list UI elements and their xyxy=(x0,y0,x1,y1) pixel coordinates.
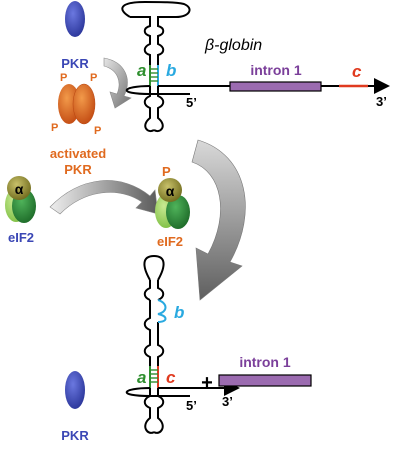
three-prime-label-bottom: 3’ xyxy=(222,394,233,409)
phospho-mark-eif2: P xyxy=(162,164,171,179)
segment-b-bulge xyxy=(157,299,167,323)
alpha-label-left: α xyxy=(15,181,24,197)
stem-ac-bottom xyxy=(149,366,159,388)
phospho-mark: P xyxy=(51,122,58,134)
pkr-bottom-label: PKR xyxy=(61,428,89,443)
five-prime-label-bottom: 5’ xyxy=(186,398,197,413)
segment-b-label-bottom: b xyxy=(174,303,184,322)
plus-sign: + xyxy=(201,372,213,394)
rna-hairpin-bottom xyxy=(143,254,165,434)
five-prime-tail-bottom xyxy=(125,387,190,397)
five-prime-label-top: 5’ xyxy=(186,95,197,110)
pkr-inactive-top xyxy=(65,1,85,37)
phospho-mark: P xyxy=(90,72,97,84)
beta-globin-label: β-globin xyxy=(204,37,262,54)
activated-pkr-label-line1: activated xyxy=(50,146,106,161)
alpha-label-right: α xyxy=(166,183,175,199)
segment-a-label-bottom: a xyxy=(137,368,146,387)
activated-pkr-label-line2: PKR xyxy=(64,162,92,177)
phospho-mark: P xyxy=(94,125,101,137)
rna-hairpin-top xyxy=(121,0,191,132)
pkr-top-label: PKR xyxy=(61,56,89,71)
curved-arrow-icon xyxy=(191,139,246,301)
intron-1-box-top xyxy=(229,81,322,92)
intron-1-box-bottom xyxy=(218,374,312,387)
segment-a-label-top: a xyxy=(137,61,146,80)
eif2-label-right: eIF2 xyxy=(157,234,183,249)
eif2-label-left: eIF2 xyxy=(8,230,34,245)
stem-ab-top xyxy=(149,65,159,86)
curved-arrow-icon xyxy=(49,180,159,215)
intron-1-label-top: intron 1 xyxy=(250,62,302,78)
activated-pkr-dimer xyxy=(58,83,96,125)
phospho-mark: P xyxy=(60,72,67,84)
pkr-inactive-bottom xyxy=(65,371,85,409)
segment-c-label-bottom: c xyxy=(166,368,176,387)
eif2-complex-left xyxy=(5,176,36,223)
intron-1-label-bottom: intron 1 xyxy=(239,354,291,370)
curved-arrow-icon xyxy=(103,57,132,109)
segment-c-label-top: c xyxy=(352,62,362,81)
five-prime-tail-top xyxy=(125,85,190,95)
segment-b-label-top: b xyxy=(166,61,176,80)
eif2-complex-phosphorylated xyxy=(155,178,190,229)
three-prime-label-top: 3’ xyxy=(376,94,387,109)
